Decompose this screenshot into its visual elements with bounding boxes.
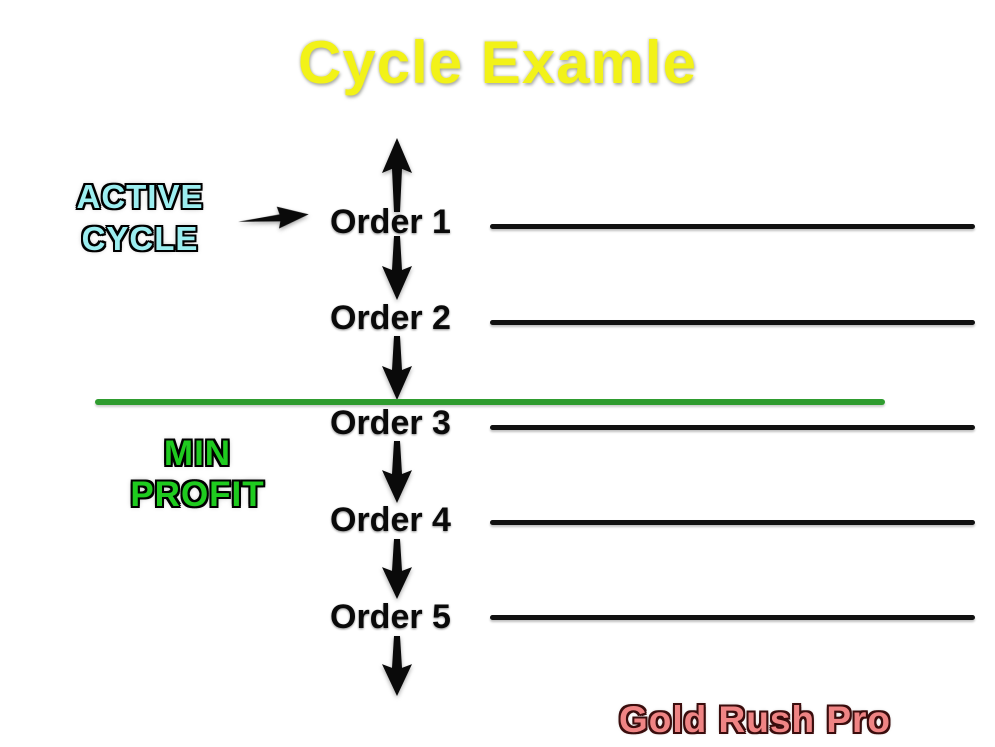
min-profit-line1: MIN xyxy=(163,434,232,473)
down-arrow-icon xyxy=(379,336,415,400)
order-3-line xyxy=(490,425,975,430)
order-5-line xyxy=(490,615,975,620)
down-arrow-icon xyxy=(379,636,415,696)
order-4-label: Order 4 xyxy=(330,501,451,539)
order-1-line xyxy=(490,224,975,229)
active-cycle-line1: ACTIVE xyxy=(76,178,204,215)
order-2-label: Order 2 xyxy=(330,299,451,337)
order-5-label: Order 5 xyxy=(330,598,451,636)
up-arrow-icon xyxy=(379,138,415,212)
order-1-label: Order 1 xyxy=(330,203,451,241)
brand-label: Gold Rush Pro xyxy=(619,699,891,740)
down-arrow-icon xyxy=(379,539,415,599)
down-arrow-icon xyxy=(379,441,415,503)
min-profit-line2: PROFIT xyxy=(130,475,265,514)
min-profit-label: MIN PROFIT xyxy=(105,433,290,515)
active-cycle-label: ACTIVE CYCLE xyxy=(45,176,235,260)
active-cycle-pointer-arrow-icon xyxy=(237,200,312,237)
active-cycle-line2: CYCLE xyxy=(81,220,199,257)
order-3-label: Order 3 xyxy=(330,404,451,442)
page-title: Cycle Examle xyxy=(298,29,697,96)
down-arrow-icon xyxy=(379,236,415,300)
order-2-line xyxy=(490,320,975,325)
order-4-line xyxy=(490,520,975,525)
min-profit-threshold-line xyxy=(95,399,885,405)
